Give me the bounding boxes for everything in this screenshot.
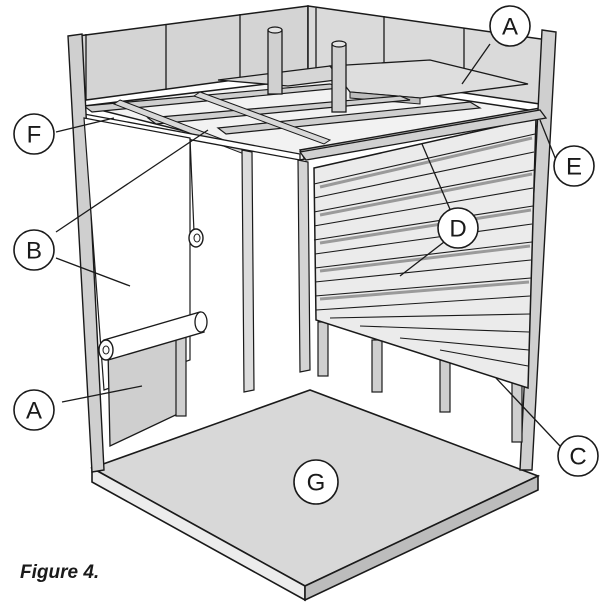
callout-circle bbox=[13, 113, 55, 155]
leader-lines bbox=[55, 43, 561, 447]
callout-label: E bbox=[566, 154, 582, 181]
callout-label: C bbox=[569, 444, 586, 471]
callout-g: G bbox=[293, 459, 339, 505]
callout-circle bbox=[13, 389, 55, 431]
callout-label: B bbox=[26, 238, 42, 265]
callout-circle bbox=[489, 5, 531, 47]
callout-circle bbox=[557, 435, 599, 477]
callout-label: D bbox=[449, 216, 466, 243]
callout-circle bbox=[553, 145, 595, 187]
slat-lines bbox=[313, 133, 536, 367]
callout-circle bbox=[293, 459, 339, 505]
right-wall bbox=[298, 29, 557, 471]
callout-d: D bbox=[437, 207, 479, 249]
callout-circle bbox=[13, 229, 55, 271]
callout-f: F bbox=[13, 113, 55, 155]
callout-a: A bbox=[489, 5, 531, 47]
callout-layer: A A B C D E F G bbox=[13, 5, 599, 505]
callout-e: E bbox=[553, 145, 595, 187]
callout-label: G bbox=[307, 470, 326, 497]
slat-shadows bbox=[319, 136, 533, 301]
ceiling-frame bbox=[82, 26, 548, 161]
left-wall bbox=[67, 33, 311, 473]
callout-a-2: A bbox=[13, 389, 55, 431]
callout-circle bbox=[437, 207, 479, 249]
callout-label: F bbox=[27, 122, 42, 149]
callout-c: C bbox=[557, 435, 599, 477]
callout-b: B bbox=[13, 229, 55, 271]
callout-label: A bbox=[502, 14, 518, 41]
callout-label: A bbox=[26, 398, 42, 425]
figure-caption: Figure 4. bbox=[20, 562, 100, 583]
